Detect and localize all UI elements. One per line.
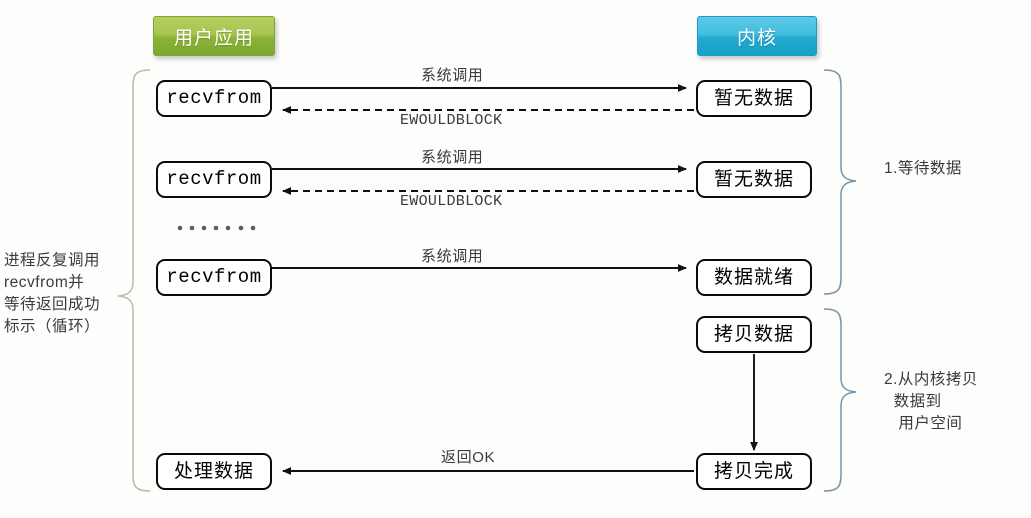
bracket-copy-data bbox=[823, 308, 857, 492]
note-step-2-copy-data: 2.从内核拷贝 数据到 用户空间 bbox=[884, 371, 978, 432]
box-copy-data[interactable]: 拷贝数据 bbox=[696, 316, 812, 353]
label-syscall-1: 系统调用 bbox=[421, 67, 484, 84]
label-syscall-2: 系统调用 bbox=[421, 149, 484, 166]
box-no-data-1[interactable]: 暂无数据 bbox=[696, 80, 812, 117]
box-no-data-2[interactable]: 暂无数据 bbox=[696, 161, 812, 198]
box-process-data[interactable]: 处理数据 bbox=[156, 453, 272, 490]
label-ewouldblock-2: EWOULDBLOCK bbox=[400, 193, 503, 210]
box-recvfrom-2[interactable]: recvfrom bbox=[156, 161, 272, 198]
note-step-1-wait-data: 1.等待数据 bbox=[884, 160, 962, 177]
bracket-process-loop bbox=[117, 69, 151, 492]
bracket-wait-data bbox=[823, 69, 857, 295]
box-data-ready[interactable]: 数据就绪 bbox=[696, 259, 812, 296]
label-syscall-3: 系统调用 bbox=[421, 248, 484, 265]
header-pill-kernel: 内核 bbox=[697, 16, 817, 56]
box-recvfrom-1[interactable]: recvfrom bbox=[156, 80, 272, 117]
box-copy-done[interactable]: 拷贝完成 bbox=[696, 453, 812, 490]
note-process-loop: 进程反复调用 recvfrom并 等待返回成功 标示（循环） bbox=[4, 252, 101, 335]
box-recvfrom-3[interactable]: recvfrom bbox=[156, 259, 272, 296]
label-ewouldblock-1: EWOULDBLOCK bbox=[400, 112, 503, 129]
header-pill-user-app: 用户应用 bbox=[153, 16, 275, 56]
ellipsis-dots bbox=[177, 225, 256, 231]
label-return-ok: 返回OK bbox=[441, 449, 496, 466]
